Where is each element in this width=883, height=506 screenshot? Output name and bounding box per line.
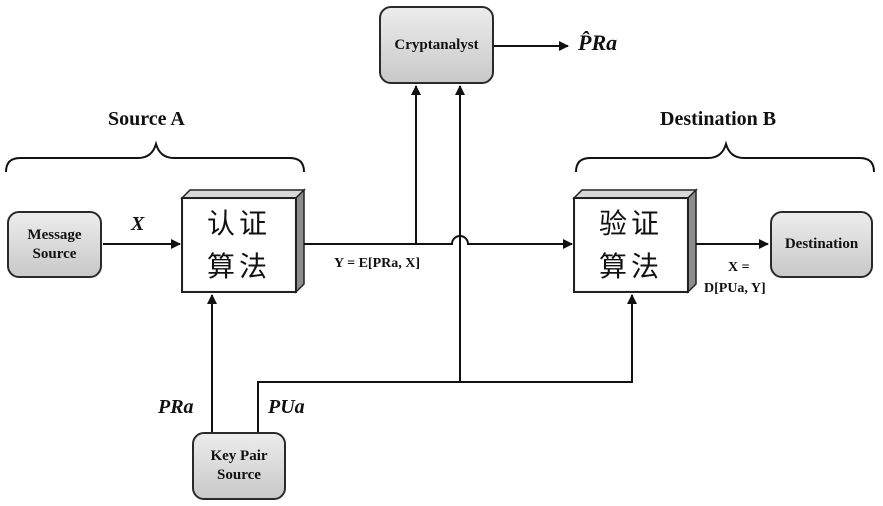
sign-algorithm-node: 认证 算法 [184,200,294,290]
y-output-label: Y = E[PRa, X] [334,256,421,271]
estimate-label: P̂Ra [578,30,618,55]
verify-algorithm-node: 验证 算法 [576,200,686,290]
verify-algorithm-line2: 算法 [598,250,663,283]
x-output-label-line1: X = [728,260,750,275]
private-key-label: PRa [158,396,194,418]
destination-section-title: Destination B [660,108,777,130]
arrow-y-transmit [304,235,573,249]
cryptanalyst-node: Cryptanalyst [379,6,494,84]
source-brace [5,140,305,173]
sign-algorithm-line2: 算法 [206,250,271,283]
x-output-label-line2: D[PUa, Y] [704,281,766,296]
message-source-node: Message Source [7,211,102,278]
source-section-title: Source A [108,108,185,130]
x-input-label: X [131,213,145,235]
public-key-label: PUa [268,396,305,418]
destination-brace [575,140,875,173]
key-pair-source-node: Key Pair Source [192,432,286,500]
sign-algorithm-line1: 认证 [206,206,271,240]
destination-node: Destination [770,211,873,278]
verify-algorithm-line1: 验证 [598,206,663,240]
arrow-public-key [257,294,637,432]
